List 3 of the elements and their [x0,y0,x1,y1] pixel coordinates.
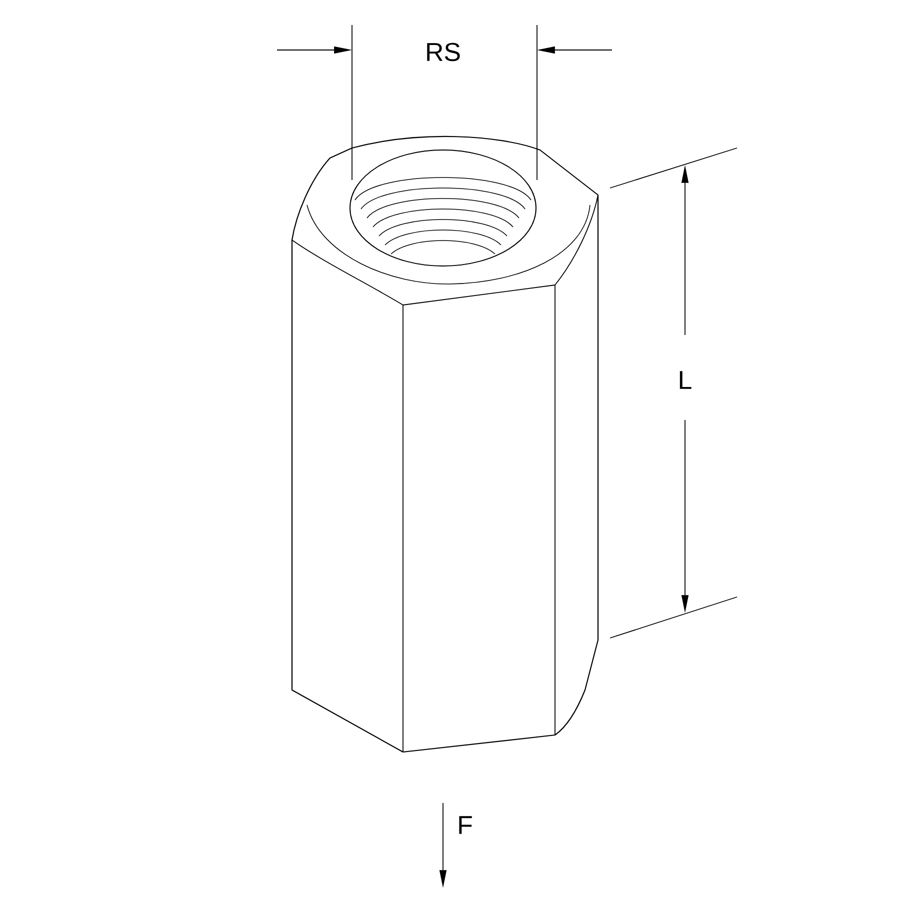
force-label: F [459,816,472,834]
dimension-label: RS [427,42,460,62]
dimension-label: L [680,371,692,389]
